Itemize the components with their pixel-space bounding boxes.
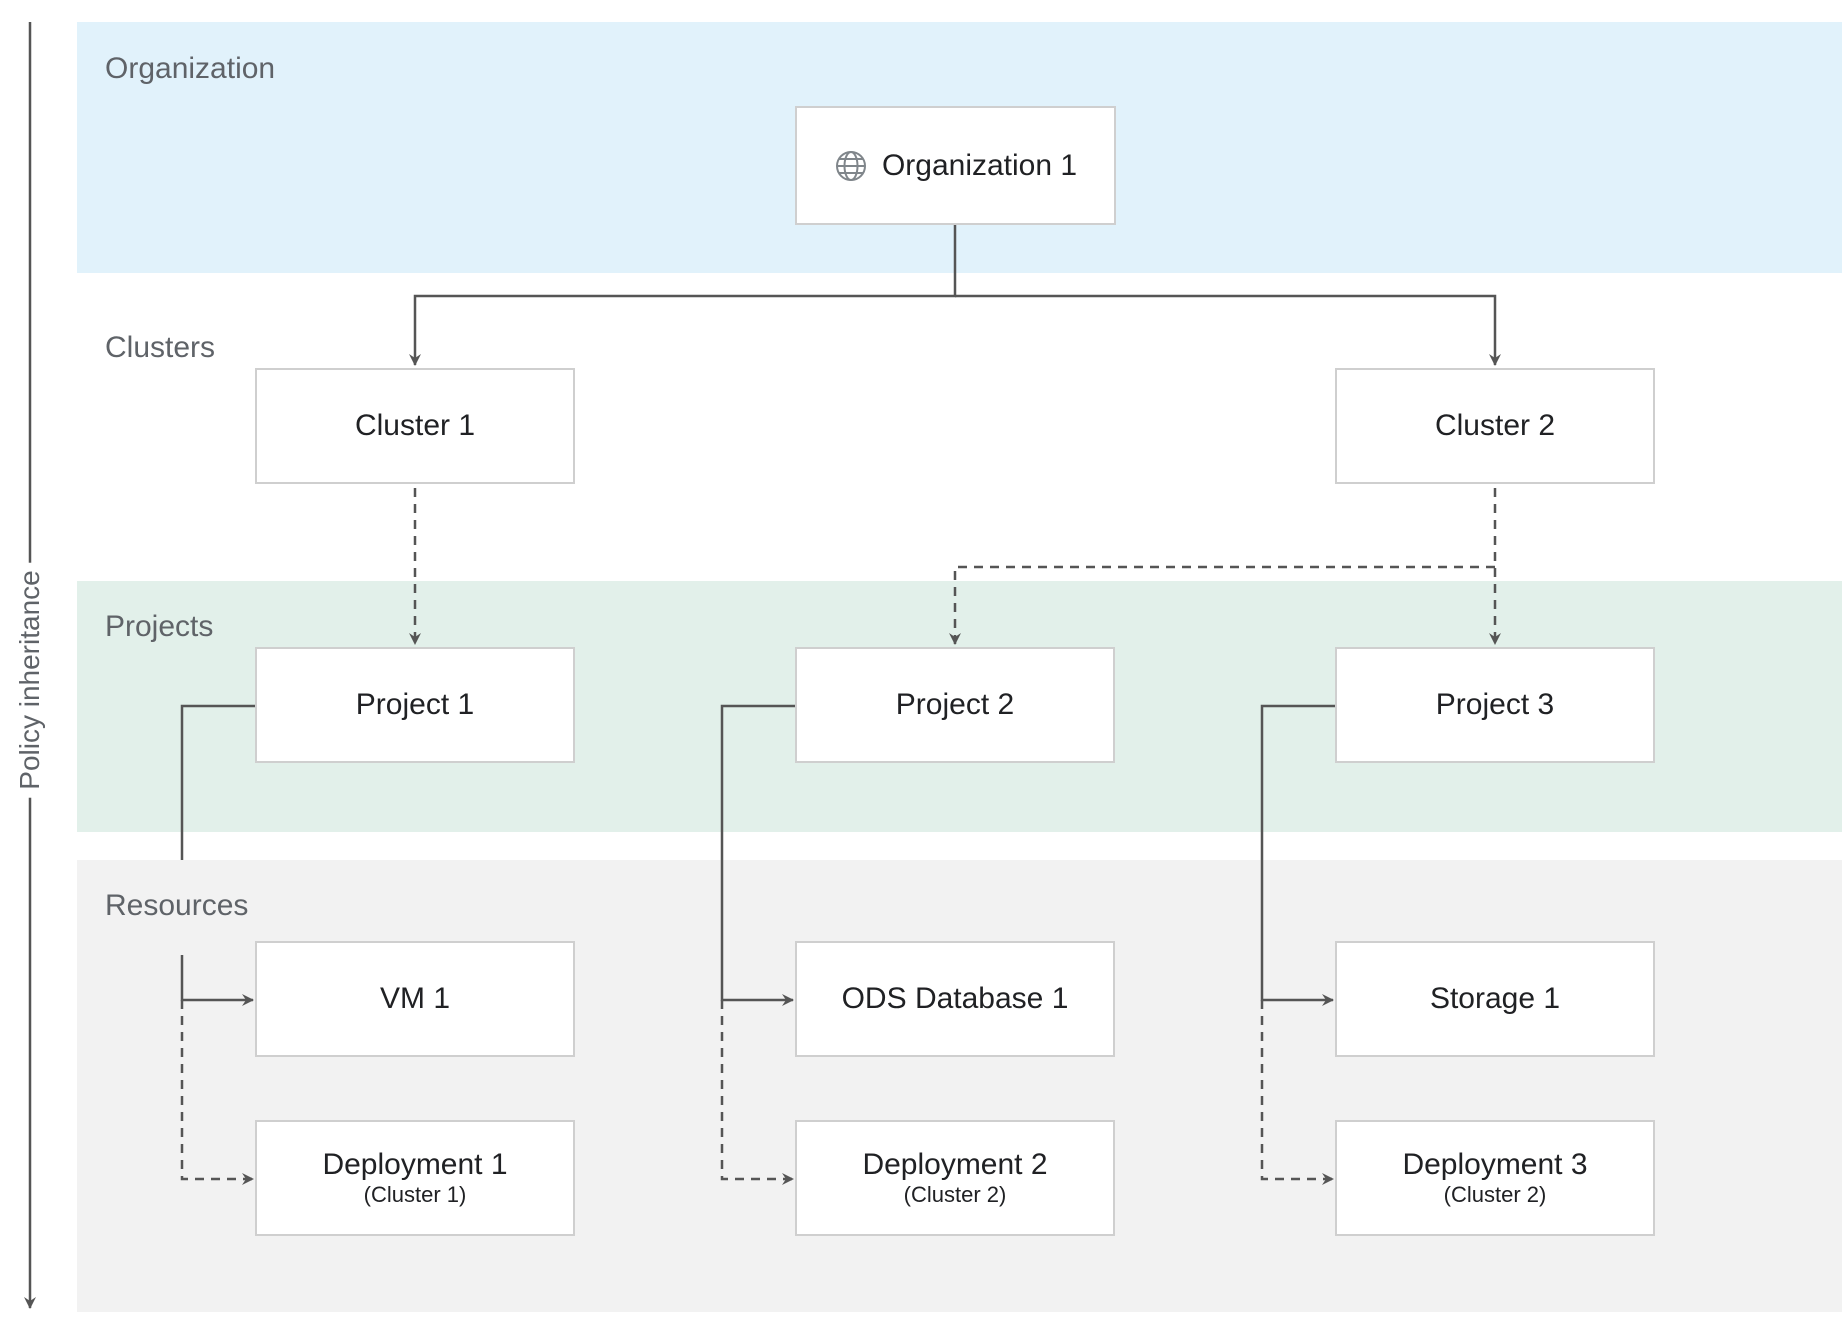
node-label: Deployment 1 (322, 1148, 508, 1181)
node-cluster-1[interactable]: Cluster 1 (255, 368, 575, 484)
node-cluster-2[interactable]: Cluster 2 (1335, 368, 1655, 484)
node-storage-1[interactable]: Storage 1 (1335, 941, 1655, 1057)
node-ods-database-1[interactable]: ODS Database 1 (795, 941, 1115, 1057)
edge-project2-deployment2 (720, 1000, 794, 1185)
policy-inheritance-label: Policy inheritance (14, 562, 46, 798)
node-label: Organization 1 (881, 148, 1078, 182)
node-deployment-3[interactable]: Deployment 3 (Cluster 2) (1335, 1120, 1655, 1236)
edge-project2-ods1 (720, 704, 795, 1006)
globe-icon (835, 150, 866, 181)
edge-org1-cluster1 (409, 225, 957, 366)
edge-project1-deployment1 (180, 1000, 254, 1185)
node-label: Project 3 (1435, 688, 1555, 721)
node-organization-1[interactable]: Organization 1 (795, 106, 1116, 225)
level-label-organization: Organization (105, 52, 276, 85)
level-label-resources: Resources (105, 889, 249, 922)
node-project-1[interactable]: Project 1 (255, 647, 575, 763)
node-label: VM 1 (379, 982, 451, 1015)
node-label: Cluster 2 (1434, 409, 1556, 442)
edge-project3-storage1 (1260, 704, 1335, 1006)
edge-project1-vm1 (180, 704, 255, 860)
node-label: Deployment 3 (1402, 1148, 1588, 1181)
node-project-2[interactable]: Project 2 (795, 647, 1115, 763)
node-sublabel: (Cluster 1) (363, 1182, 467, 1207)
node-sublabel: (Cluster 2) (903, 1182, 1007, 1207)
node-project-3[interactable]: Project 3 (1335, 647, 1655, 763)
node-label: Deployment 2 (862, 1148, 1048, 1181)
level-label-clusters: Clusters (105, 331, 216, 364)
node-sublabel: (Cluster 2) (1443, 1182, 1547, 1207)
level-label-projects: Projects (105, 610, 214, 643)
node-label: Project 1 (355, 688, 475, 721)
node-label: Project 2 (895, 688, 1015, 721)
node-deployment-1[interactable]: Deployment 1 (Cluster 1) (255, 1120, 575, 1236)
edge-cluster2-project2 (949, 565, 1495, 645)
node-deployment-2[interactable]: Deployment 2 (Cluster 2) (795, 1120, 1115, 1236)
node-vm-1[interactable]: VM 1 (255, 941, 575, 1057)
edge-org1-cluster2 (955, 294, 1501, 366)
node-label: Cluster 1 (354, 409, 476, 442)
node-label: ODS Database 1 (841, 982, 1069, 1015)
resources-band (77, 860, 1842, 1312)
node-label: Storage 1 (1429, 982, 1561, 1015)
edge-project3-deployment3 (1260, 1000, 1334, 1185)
